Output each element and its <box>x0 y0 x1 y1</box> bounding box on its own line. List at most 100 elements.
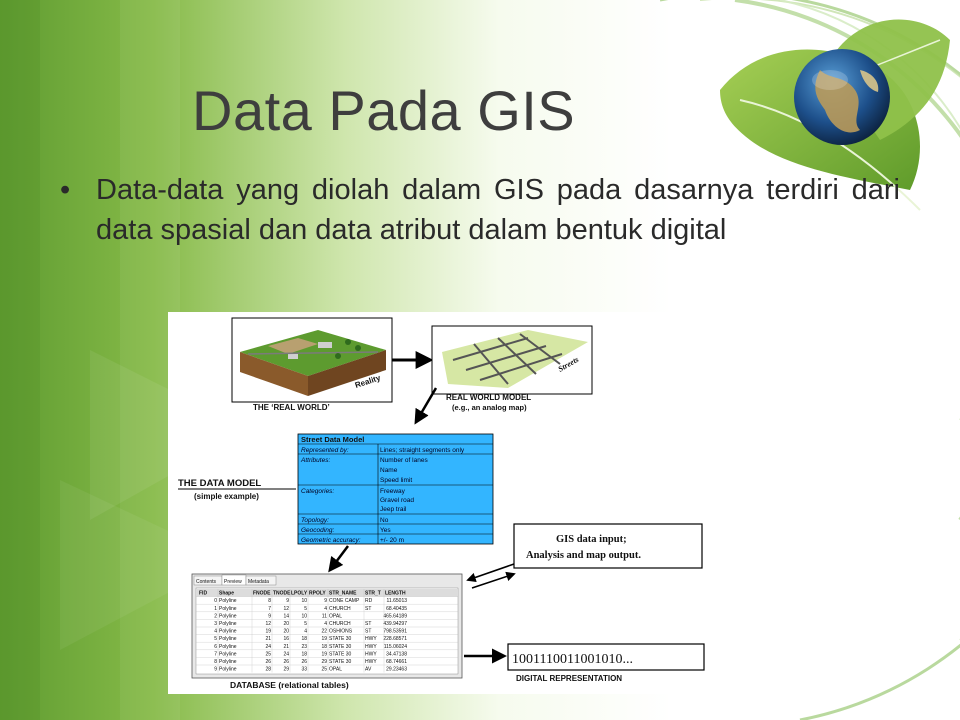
table-cell: 21 <box>283 644 289 650</box>
table-cell: 798.53591 <box>383 629 407 635</box>
dm-key-attributes: Attributes: <box>300 457 330 464</box>
tab-contents: Contents <box>196 579 217 585</box>
dm-key-accuracy: Geometric accuracy: <box>301 537 361 544</box>
arrow-to-database <box>328 545 349 573</box>
table-cell: 5 <box>304 621 307 627</box>
binary-box <box>507 643 705 671</box>
table-cell: 4 <box>304 629 307 635</box>
arrow-db-to-gis <box>471 571 516 589</box>
table-cell: 26 <box>301 659 307 665</box>
table-cell: 29 <box>321 659 327 665</box>
table-cell: 26 <box>265 659 271 665</box>
dm-key-geocoding: Geocoding: <box>301 527 334 534</box>
digital-label: DIGITAL REPRESENTATION <box>516 674 622 683</box>
table-cell: OSHIONS <box>329 629 353 635</box>
table-cell: 1 <box>214 606 217 612</box>
bullet-icon: • <box>60 174 71 206</box>
table-cell: 23 <box>301 644 307 650</box>
table-cell: HWY <box>365 636 377 642</box>
table-cell: 8 <box>214 659 217 665</box>
table-cell: 11 <box>322 613 327 619</box>
table-header-rpoly: RPOLY <box>309 591 326 597</box>
table-cell: 0 <box>214 598 217 604</box>
table-cell: 18 <box>301 651 307 657</box>
slide-title: Data Pada GIS <box>192 79 576 142</box>
table-header-fnode: FNODE <box>253 591 271 597</box>
real-world-model-sub: (e.g., an analog map) <box>452 403 527 412</box>
gis-box-line2: Analysis and map output. <box>526 550 641 561</box>
table-cell: 2 <box>214 613 217 619</box>
table-header-str_t: STR_T <box>365 591 381 597</box>
table-cell: 29.23463 <box>386 667 407 673</box>
table-cell: STATE 30 <box>329 644 352 650</box>
table-cell: 3 <box>214 621 217 627</box>
figure-canvas: Reality THE ‘REAL WORLD’ Streets REAL WO… <box>178 317 705 690</box>
table-cell: 5 <box>304 606 307 612</box>
table-cell: 439.94297 <box>383 621 407 627</box>
binary-string: 1001110011001010... <box>512 652 633 667</box>
dm-key-represented: Represented by: <box>301 447 349 454</box>
table-cell: 34.47138 <box>386 651 407 657</box>
table-cell: 19 <box>321 651 327 657</box>
table-cell: 4 <box>214 629 217 635</box>
leaf-globe-icon <box>720 19 950 211</box>
table-cell: Polyline <box>219 629 237 635</box>
table-cell: 21 <box>265 636 271 642</box>
table-cell: 16 <box>283 636 289 642</box>
table-cell: 18 <box>321 644 327 650</box>
table-cell: OPAL <box>329 613 342 619</box>
table-cell: 26 <box>283 659 289 665</box>
arrow-gis-to-db <box>466 563 515 583</box>
table-header-lpoly: LPOLY <box>291 591 308 597</box>
table-cell: 11.65013 <box>387 598 408 604</box>
table-cell: 25 <box>265 651 271 657</box>
dm-val-represented: Lines; straight segments only <box>380 447 465 454</box>
dm-key-categories: Categories: <box>301 488 334 495</box>
tab-preview: Preview <box>224 579 242 585</box>
table-cell: Polyline <box>219 644 237 650</box>
table-cell: RD <box>365 598 373 604</box>
table-cell: 22 <box>321 629 327 635</box>
table-cell: 12 <box>265 621 271 627</box>
analog-map-image: Streets <box>431 325 593 395</box>
table-cell: Polyline <box>219 659 237 665</box>
tab-metadata: Metadata <box>248 579 269 585</box>
dm-val-topology: No <box>380 517 389 524</box>
table-cell: 7 <box>214 651 217 657</box>
table-cell: OPAL <box>329 667 342 673</box>
table-cell: 25 <box>321 667 327 673</box>
table-cell: STATE 30 <box>329 651 352 657</box>
dm-key-topology: Topology: <box>301 517 329 524</box>
table-cell: 19 <box>265 629 271 635</box>
real-world-label: THE ‘REAL WORLD’ <box>253 403 330 412</box>
table-cell: Polyline <box>219 621 237 627</box>
table-cell: 10 <box>301 613 307 619</box>
dm-val-accuracy: +/- 20 m <box>380 537 404 544</box>
dm-val-attr-2: Speed limit <box>380 477 412 484</box>
gis-box-line1: GIS data input; <box>556 534 627 545</box>
table-cell: CONE CAMP <box>329 598 360 604</box>
table-cell: 68.74661 <box>386 659 407 665</box>
table-cell: 20 <box>283 621 289 627</box>
dm-val-cat-1: Gravel road <box>380 497 414 504</box>
table-cell: HWY <box>365 659 377 665</box>
table-cell: 12 <box>283 606 289 612</box>
real-world-model-label: REAL WORLD MODEL <box>446 393 531 402</box>
table-header-fid: FID <box>199 591 207 597</box>
table-cell: 24 <box>283 651 289 657</box>
table-cell: STATE 30 <box>329 659 352 665</box>
data-model-label: THE DATA MODEL <box>178 478 261 489</box>
table-cell: STATE 30 <box>329 636 352 642</box>
table-header-shape: Shape <box>219 591 234 597</box>
table-cell: 10 <box>301 598 307 604</box>
bullet-point: • Data-data yang diolah dalam GIS pada d… <box>60 170 900 250</box>
table-cell: 33 <box>301 667 307 673</box>
table-cell: 68.40435 <box>386 606 407 612</box>
table-cell: Polyline <box>219 651 237 657</box>
gis-io-box: GIS data input; Analysis and map output. <box>513 523 703 569</box>
table-cell: 4 <box>324 606 327 612</box>
table-cell: HWY <box>365 651 377 657</box>
bullet-text: Data-data yang diolah dalam GIS pada das… <box>96 174 900 246</box>
table-cell: 6 <box>214 644 217 650</box>
